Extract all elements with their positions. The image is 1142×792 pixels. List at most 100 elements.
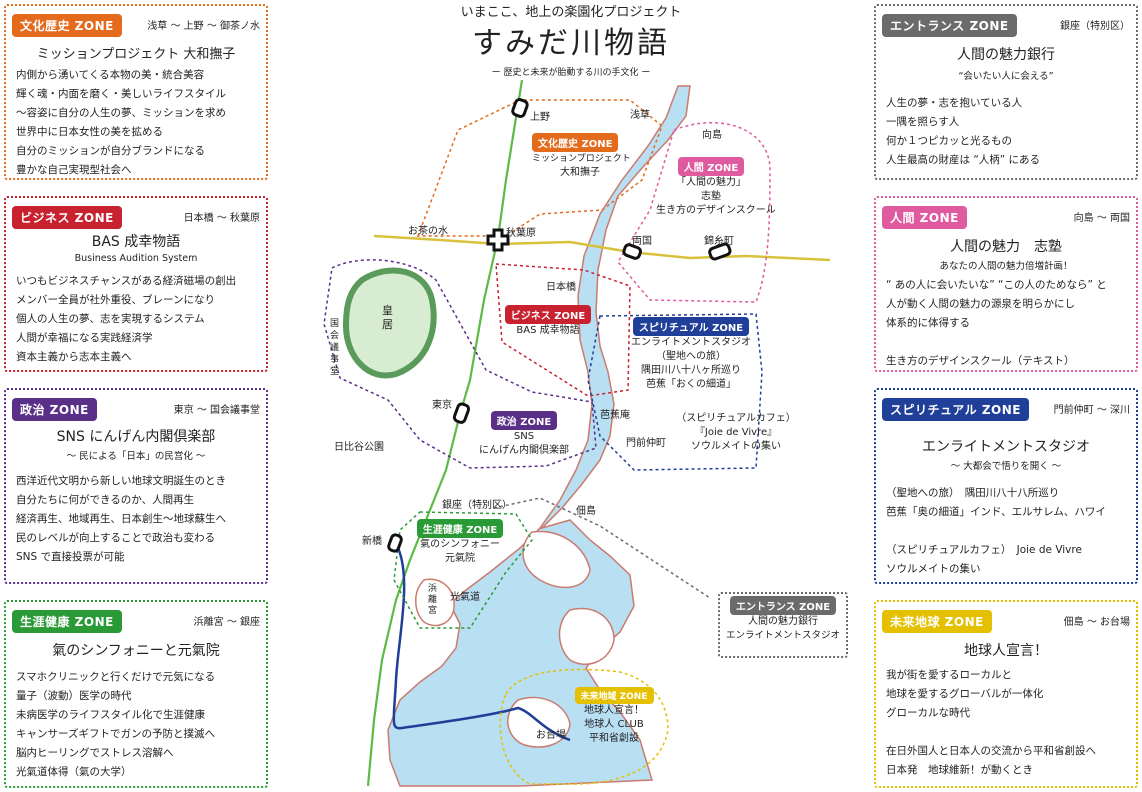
map-human-zone: 人間 ZONE 「人間の魅力」 志塾 生き方のデザインスクール [656, 156, 776, 218]
map-health-extra: 光氣道 [450, 592, 480, 603]
place-basho: 芭蕉庵 [600, 410, 630, 421]
list-item: 体系的に体得する [886, 317, 970, 329]
map-culture-badge: 文化歴史 ZONE [532, 133, 619, 152]
health-zone-panel: 生涯健康 ZONE 浜離宮 〜 銀座 氣のシンフォニーと元氣院 スマホクリニック… [4, 600, 268, 788]
list-item: メンバー全員が社外重役、ブレーンになり [16, 294, 215, 306]
map-health-badge: 生涯健康 ZONE [416, 519, 504, 538]
human-zone-badge: 人間 ZONE [882, 206, 967, 229]
list-item [886, 522, 1130, 541]
map-culture-zone: 文化歴史 ZONE ミッションプロジェクト 大和撫子 [532, 132, 631, 180]
list-item: 量子（波動）医学の時代 [16, 690, 132, 702]
map-spiritual-cafe: （スピリチュアルカフェ） 『Joie de Vivre』 ソウルメイトの集い [676, 412, 796, 454]
business-zone-outline [495, 263, 631, 397]
entrance-zone-title: 人間の魅力銀行 [957, 47, 1055, 63]
map-spiritual-text-2: （聖地への旅） [656, 351, 726, 362]
list-item: 輝く魂・内面を磨く・美しいライフスタイル [16, 88, 226, 100]
map-future-text-2: 地球人 CLUB [584, 719, 644, 730]
page-title: すみだ川物語 [472, 26, 670, 61]
map-business-zone: ビジネス ZONE BAS 成幸物語 [504, 304, 592, 338]
politics-zone-region: 東京 〜 国会議事堂 [173, 405, 260, 416]
list-item: 〜容姿に自分の人生の夢、ミッションを求め [16, 107, 226, 119]
place-ueno: 上野 [530, 112, 550, 123]
list-item: 世界中に日本女性の美を拡める [16, 126, 163, 138]
map-politics-zone: 政治 ZONE SNS にんげん内閣倶楽部 [470, 410, 578, 458]
list-item: 西洋近代文明から新しい地球文明誕生のとき [16, 475, 226, 487]
list-item: 光氣道体得（氣の大学） [16, 766, 132, 778]
blue-rail-line [392, 547, 571, 742]
list-item: 芭蕉「奥の細道」インド、エルサレム、ハワイ [886, 506, 1106, 518]
map-spiritual-cafe-3: ソウルメイトの集い [691, 441, 781, 452]
future-zone-outline [499, 668, 669, 785]
list-item: 個人の人生の夢、志を実現するシステム [16, 313, 205, 325]
map-entrance-zone: エントランス ZONE 人間の魅力銀行 エンライトメントスタジオ [718, 592, 848, 658]
map-spiritual-cafe-2: 『Joie de Vivre』 [694, 427, 778, 438]
place-hamarikyu: 浜離宮 [428, 584, 438, 616]
place-kokyo: 皇居 [382, 304, 393, 331]
tokyo-station-icon [452, 402, 471, 424]
place-asakusa: 浅草 [630, 110, 650, 121]
map-entrance-text-2: エンライトメントスタジオ [725, 630, 840, 641]
human-zone-subtitle: あなたの人間の魅力倍増計画！ [939, 261, 1073, 272]
human-zone-region: 向島 〜 両国 [1073, 213, 1130, 224]
map-human-text-3: 生き方のデザインスクール [656, 205, 776, 216]
map-politics-text-2: にんげん内閣倶楽部 [479, 445, 569, 456]
politics-zone-subtitle: 〜 民による「日本」の民営化 〜 [66, 451, 206, 462]
place-nihonbashi: 日本橋 [546, 282, 576, 293]
entrance-zone-outline [493, 497, 711, 599]
entrance-zone-region: 銀座（特別区） [1060, 21, 1130, 32]
place-akihabara: 秋葉原 [506, 228, 536, 239]
health-zone-badge: 生涯健康 ZONE [12, 610, 122, 633]
map-spiritual-text-3: 隅田川八十八ヶ所巡り [641, 365, 741, 376]
map-health-text-1: 氣のシンフォニー [420, 539, 500, 550]
health-zone-region: 浜離宮 〜 銀座 [193, 617, 260, 628]
spiritual-zone-lines: （聖地への旅） 隅田川八十八所巡り 芭蕉「奥の細道」インド、エルサレム、ハワイ … [886, 484, 1130, 579]
politics-zone-title: SNS にんげん内閣倶楽部 [56, 429, 216, 445]
entrance-zone-panel: エントランス ZONE 銀座（特別区） 人間の魅力銀行 “会いたい人に会える” … [874, 4, 1138, 180]
place-hibiya: 日比谷公園 [334, 442, 384, 453]
list-item: 一隅を照らす人 [886, 116, 960, 128]
business-zone-badge: ビジネス ZONE [12, 206, 122, 229]
place-shinbashi: 新橋 [362, 536, 382, 547]
tsukuda-island [522, 530, 591, 589]
map-spiritual-text-1: エンライトメントスタジオ [631, 337, 751, 348]
list-item: スマホクリニックと行くだけで元気になる [16, 671, 216, 683]
list-item: （聖地への旅） 隅田川八十八所巡り [886, 487, 1060, 499]
list-item: 未病医学のライフスタイル化で生涯健康 [16, 709, 205, 721]
health-zone-lines: スマホクリニックと行くだけで元気になる 量子（波動）医学の時代 未病医学のライフ… [16, 668, 260, 782]
entrance-zone-subtitle: “会いたい人に会える” [958, 71, 1054, 82]
map-future-text-1: 地球人宣言！ [584, 705, 644, 716]
entrance-zone-lines: 人生の夢・志を抱いている人 一隅を照らす人 何か１つピカッと光るもの 人生最高の… [886, 94, 1130, 170]
list-item: 人生最高の財産は “人柄” にある [886, 154, 1041, 166]
list-item: 我が街を愛するローカルと [886, 669, 1012, 681]
culture-zone-panel: 文化歴史 ZONE 浅草 〜 上野 〜 御茶ノ水 ミッションプロジェクト 大和撫… [4, 4, 268, 180]
place-mukojima: 向島 [702, 130, 722, 141]
culture-zone-lines: 内側から湧いてくる本物の美・統合美容 輝く魂・内面を磨く・美しいライフスタイル … [16, 66, 260, 180]
list-item: 人生の夢・志を抱いている人 [886, 97, 1023, 109]
list-item: 自分のミッションが自分ブランドになる [16, 145, 205, 157]
map-business-text-1: BAS 成幸物語 [516, 325, 580, 336]
business-zone-panel: ビジネス ZONE 日本橋 〜 秋葉原 BAS 成幸物語 Business Au… [4, 196, 268, 372]
list-item: 資本主義から志本主義へ [16, 351, 132, 363]
place-monzen: 門前仲町 [626, 438, 666, 449]
list-item: 在日外国人と日本人の交流から平和省創設へ [886, 745, 1096, 757]
entrance-zone-badge: エントランス ZONE [882, 14, 1017, 37]
place-odaiba: お台場 [536, 730, 566, 741]
map-drawing [323, 79, 831, 787]
politics-zone-panel: 政治 ZONE 東京 〜 国会議事堂 SNS にんげん内閣倶楽部 〜 民による「… [4, 388, 268, 584]
map-future-text-3: 平和省創設 [589, 733, 639, 744]
ryogoku-station-icon [622, 243, 642, 260]
business-zone-lines: いつもビジネスチャンスがある経済磁場の創出 メンバー全員が社外重役、ブレーンにな… [16, 272, 260, 367]
list-item: いつもビジネスチャンスがある経済磁場の創出 [16, 275, 237, 287]
future-zone-lines: 我が街を愛するローカルと 地球を愛するグローバルが一体化 グローカルな時代 在日… [886, 666, 1130, 780]
place-ochanomizu: お茶の水 [408, 226, 448, 237]
human-zone-panel: 人間 ZONE 向島 〜 両国 人間の魅力 志塾 あなたの人間の魅力倍増計画！ … [874, 196, 1138, 372]
list-item [886, 723, 1130, 742]
hamarikyu-island [415, 578, 455, 627]
page-subtitle: ー 歴史と未来が胎動する川の手文化 ー [491, 68, 651, 78]
list-item: SNS で直接投票が可能 [16, 551, 125, 563]
map-human-text-1: 「人間の魅力」 [676, 177, 746, 188]
list-item: 民のレベルが向上することで政治も変わる [16, 532, 216, 544]
spiritual-zone-title: エンライトメントスタジオ [922, 439, 1090, 455]
list-item: 自分たちに何ができるのか、人間再生 [16, 494, 195, 506]
map-spiritual-zone: スピリチュアル ZONE エンライトメントスタジオ （聖地への旅） 隅田川八十八… [626, 316, 756, 392]
